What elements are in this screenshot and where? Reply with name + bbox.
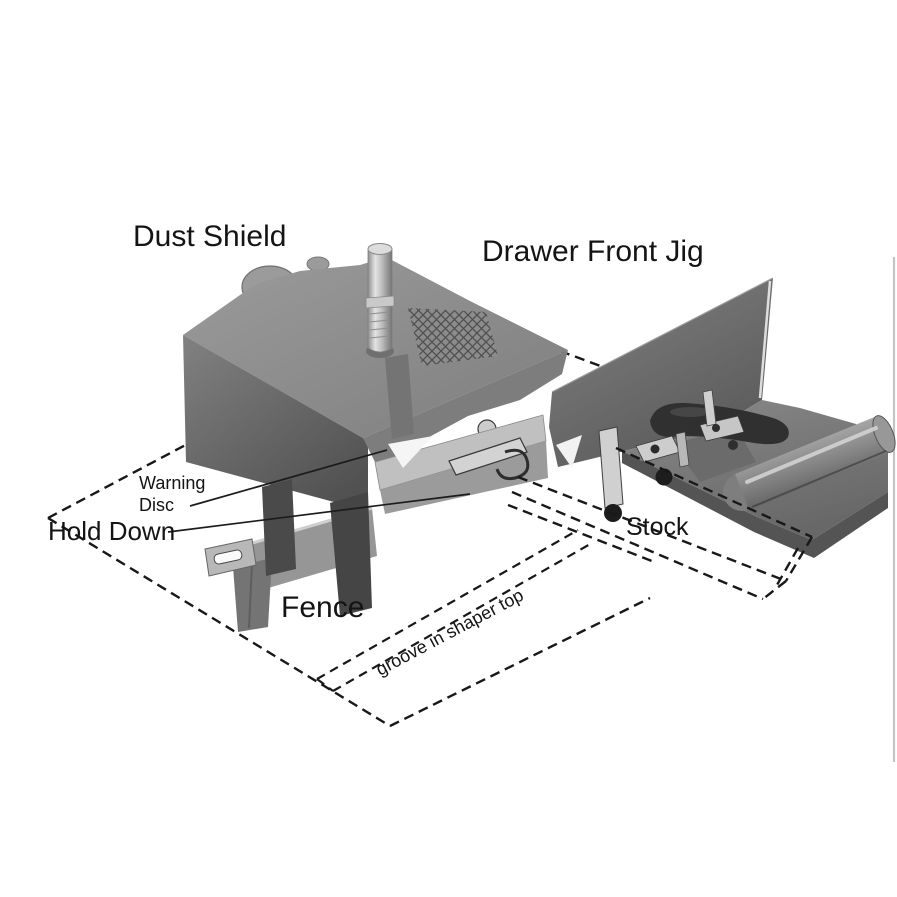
fence-white-notch: [388, 436, 433, 468]
clamp-nut: [728, 440, 738, 450]
threaded-rod: [365, 243, 395, 358]
stock-right-end-inner: [775, 547, 800, 586]
dust-shield-front-face: [183, 335, 368, 505]
label-stock: Stock: [626, 513, 689, 541]
fence-foot: [233, 558, 272, 632]
fence-slot: [213, 549, 243, 565]
rod-cap: [367, 243, 393, 255]
drawer-front-jig: [549, 277, 896, 558]
hold-down-bar: [448, 437, 528, 476]
stock-shadow-edge: [507, 503, 658, 565]
groove-line-end: [316, 678, 334, 692]
toggle-clamp: [598, 389, 789, 522]
hold-down-hook: [495, 448, 530, 481]
rod-shadow: [385, 354, 414, 439]
fence-foot-shade: [248, 562, 253, 629]
clamp-pin: [675, 431, 690, 468]
groove-lines: [316, 529, 593, 692]
jig-plate-top-edge: [551, 277, 774, 393]
callout-lines: [167, 449, 471, 533]
jig-handle-shade: [751, 450, 887, 508]
label-groove: groove in shaper top: [372, 585, 526, 680]
dust-shield: [183, 243, 568, 616]
jig-white-gap: [556, 435, 582, 468]
dust-shield-front-pillar: [330, 492, 372, 616]
groove-line-lower: [332, 542, 593, 692]
clamp-pivot-right: [712, 424, 720, 432]
label-drawer-front-jig: Drawer Front Jig: [482, 235, 704, 268]
rod-threads: [369, 311, 391, 339]
clamp-pivot-left: [650, 444, 660, 454]
jig-plate-edge-highlight: [758, 280, 772, 399]
hold-down-clip: [448, 437, 530, 481]
label-warning-line1: Warning: [139, 473, 205, 493]
stock-front-bottom-edge: [511, 490, 764, 601]
label-warning-line2: Disc: [139, 495, 174, 515]
label-fence: Fence: [281, 591, 364, 624]
dust-shield-underside-shadow: [363, 350, 568, 466]
shaper-top-edge-lower-left: [47, 516, 391, 728]
rod-collar: [365, 295, 395, 309]
shaper-top-edge-lower-right: [389, 596, 651, 728]
jig-handle-highlight: [745, 426, 878, 484]
label-dust-shield: Dust Shield: [133, 220, 286, 253]
stock-right-end-bottom: [762, 580, 787, 600]
clamp-bracket: [699, 415, 745, 442]
callout-line-hold-down: [167, 493, 471, 533]
groove-line-upper: [316, 529, 579, 680]
toggle-clamp-lever-highlight: [670, 407, 710, 417]
vent-grate: [408, 308, 498, 366]
label-hold-down: Hold Down: [48, 516, 175, 546]
stock-back-edge: [615, 446, 813, 539]
jig-handle-end-cap: [872, 415, 896, 453]
stock-outline: [507, 446, 814, 601]
stock-right-end-top: [784, 536, 814, 582]
callout-line-warning-disc: [189, 449, 388, 507]
dust-shield-front-leg: [262, 479, 296, 576]
shaper-top-edge-upper-right: [559, 349, 615, 373]
